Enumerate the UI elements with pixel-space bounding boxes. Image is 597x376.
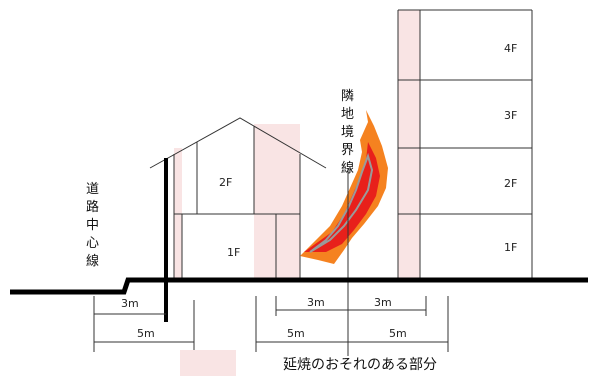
tower-floor-2f: 2F	[504, 177, 517, 190]
road-center-char-2: 路	[86, 199, 99, 215]
dim-boundary-right-3m: 3m	[374, 296, 392, 309]
dimension-lines	[93, 296, 449, 352]
boundary-char-3: 境	[341, 125, 354, 140]
road-center-char-3: 中	[86, 218, 99, 233]
road-center-char-5: 線	[86, 253, 99, 269]
dim-boundary-left-5m: 5m	[287, 327, 305, 340]
dim-boundary-left-3m: 3m	[307, 296, 325, 309]
flame-outer	[300, 110, 388, 264]
boundary-char-1: 隣	[341, 88, 354, 104]
dim-road-3m: 3m	[121, 297, 139, 310]
legend-swatch	[180, 350, 236, 376]
house	[149, 117, 327, 280]
road-center-char-1: 道	[86, 182, 99, 197]
tower-floor-3f: 3F	[504, 109, 517, 122]
road-center-label: 道 路 中 心 線	[86, 182, 99, 269]
boundary-label: 隣 地 境 界 線	[341, 88, 354, 176]
boundary-char-5: 線	[341, 160, 354, 176]
ground-line	[10, 277, 588, 295]
tower-floor-1f: 1F	[504, 241, 517, 254]
house-floor-1f: 1F	[227, 246, 240, 259]
flame-core	[309, 152, 374, 253]
risk-zone-tower-left	[398, 10, 420, 280]
house-floor-2f: 2F	[219, 176, 232, 189]
legend-label: 延焼のおそれのある部分	[283, 357, 437, 373]
tower-floor-4f: 4F	[504, 42, 517, 55]
dim-boundary-right-5m: 5m	[389, 327, 407, 340]
risk-zone-house-right	[254, 124, 300, 280]
tower	[397, 9, 533, 280]
boundary-char-2: 地	[341, 107, 354, 122]
road-center-char-4: 心	[86, 236, 99, 251]
boundary-char-4: 界	[341, 143, 354, 158]
dim-road-5m: 5m	[137, 327, 155, 340]
